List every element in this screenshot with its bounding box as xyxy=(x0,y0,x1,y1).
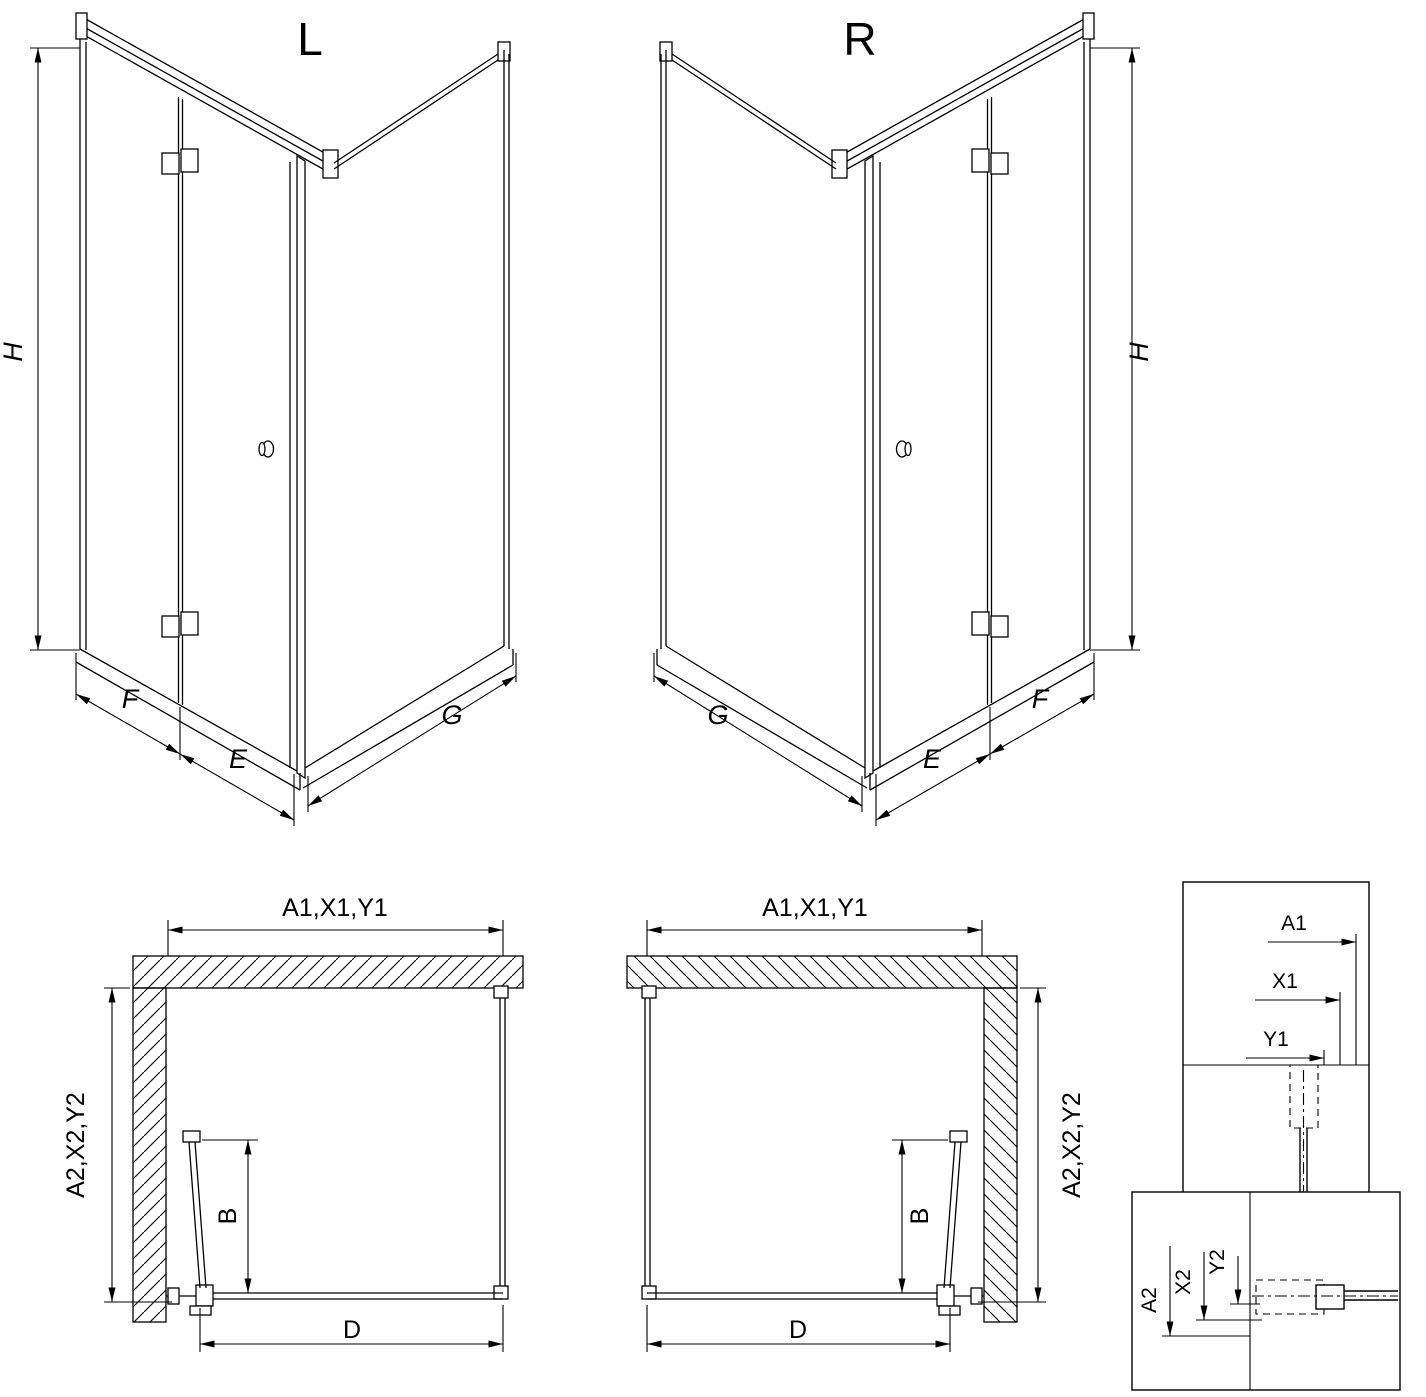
dim-label-f-right: F xyxy=(1032,684,1050,714)
iso-right-labels: R H F E G xyxy=(707,13,1154,774)
wall-profile-section xyxy=(1289,1064,1319,1192)
dim-label-d-right: D xyxy=(789,1316,807,1344)
detail-label-a1: A1 xyxy=(1281,912,1307,935)
dim-label-f-left: F xyxy=(122,684,140,714)
plan-right-labels: A1,X1,Y1 A2,X2,Y2 B D xyxy=(762,894,1086,1344)
detail-box-wall-profile: A1 X1 Y1 xyxy=(1182,881,1370,1195)
detail-label-y2: Y2 xyxy=(1206,1249,1229,1275)
dim-label-g-right: G xyxy=(707,700,728,730)
detail-label-y1: Y1 xyxy=(1263,1028,1289,1051)
dim-label-b-right: B xyxy=(906,1208,934,1225)
detail-label-a2: A2 xyxy=(1138,1287,1161,1313)
dim-label-e-left: E xyxy=(229,744,248,774)
dim-label-a2-left: A2,X2,Y2 xyxy=(62,1092,90,1198)
dim-label-g-left: G xyxy=(441,700,462,730)
dim-label-height-right: H xyxy=(1124,342,1154,362)
iso-left-labels: L H F E G xyxy=(0,13,463,774)
dim-label-a1-left: A1,X1,Y1 xyxy=(282,894,388,922)
detail-label-x1: X1 xyxy=(1272,970,1298,993)
detail-label-x2: X2 xyxy=(1172,1269,1195,1295)
dim-label-height-left: H xyxy=(0,342,28,362)
floor-profile-section xyxy=(1252,1279,1398,1315)
detail-box-floor-profile: A2 X2 Y2 xyxy=(1131,1191,1401,1391)
dim-label-e-right: E xyxy=(923,744,942,774)
dim-label-d-left: D xyxy=(343,1316,361,1344)
dim-label-a2-right: A2,X2,Y2 xyxy=(1058,1092,1086,1198)
plan-left-labels: A1,X1,Y1 A2,X2,Y2 B D xyxy=(62,894,388,1344)
variant-label-right: R xyxy=(843,13,876,65)
dim-label-a1-right: A1,X1,Y1 xyxy=(762,894,868,922)
variant-label-left: L xyxy=(297,13,323,65)
dim-label-b-left: B xyxy=(214,1208,242,1225)
